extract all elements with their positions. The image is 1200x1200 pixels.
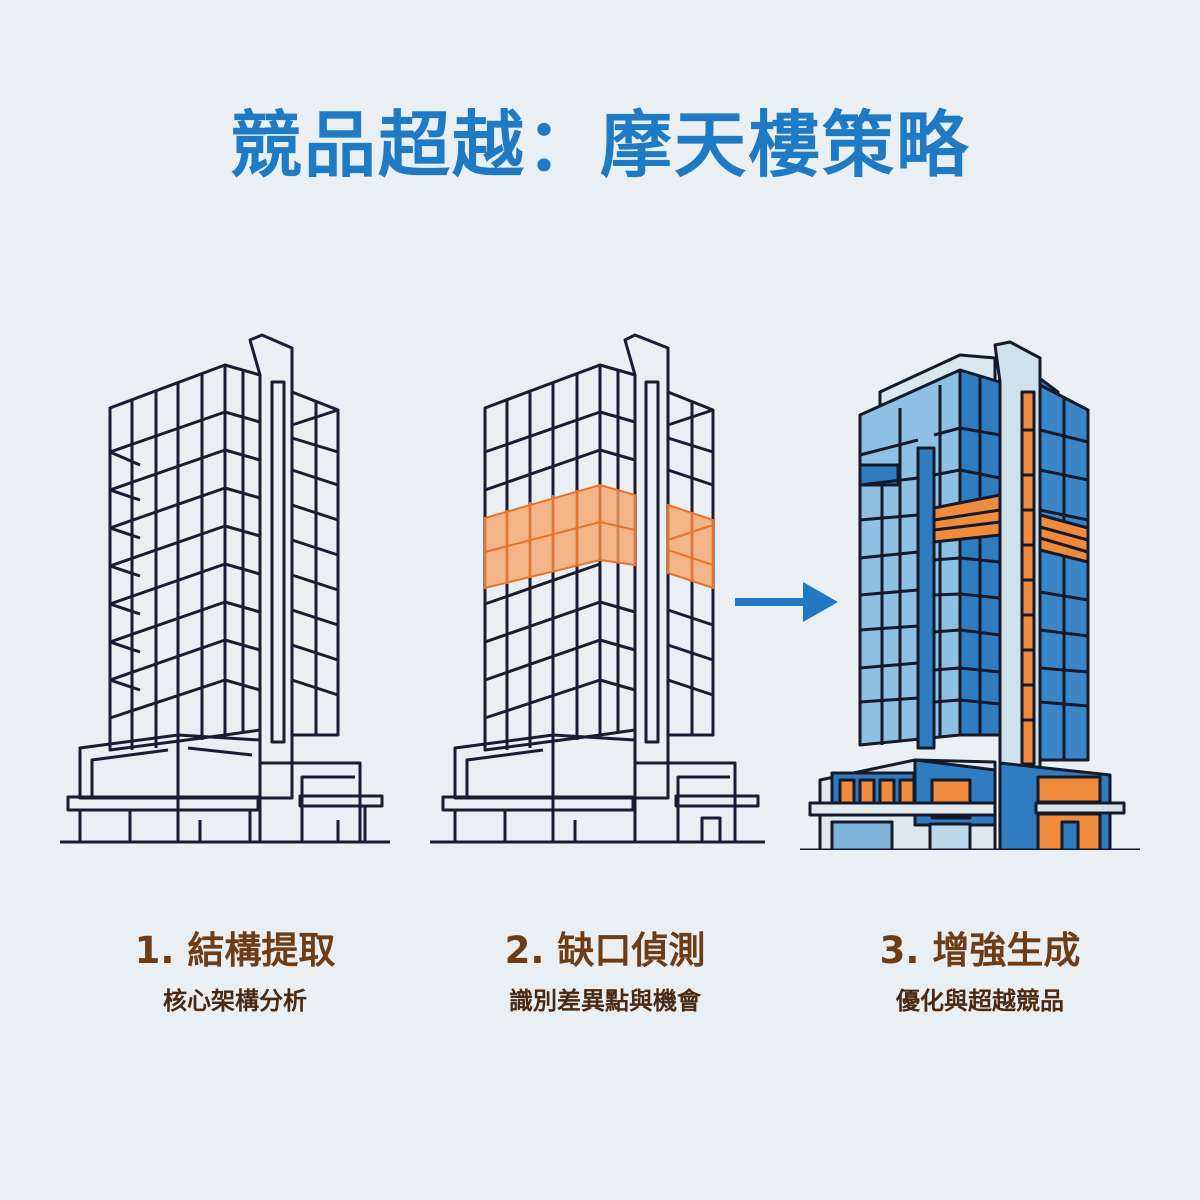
gap-highlight-band xyxy=(484,483,714,590)
step-1-subtitle: 核心架構分析 xyxy=(163,987,307,1015)
gap-detection-building-illustration xyxy=(430,330,770,850)
step-1-caption: 1. 結構提取 核心架構分析 xyxy=(80,925,390,1021)
step-1-title: 1. 結構提取 xyxy=(134,929,336,972)
enhanced-building-illustration xyxy=(800,330,1150,850)
page-title: 競品超越：摩天樓策略 xyxy=(229,103,970,187)
step-2-subtitle: 識別差異點與機會 xyxy=(509,987,701,1015)
step-3-caption: 3. 增強生成 優化與超越競品 xyxy=(835,925,1125,1021)
step-2-title: 2. 缺口偵測 xyxy=(504,929,706,972)
step-2-caption: 2. 缺口偵測 識別差異點與機會 xyxy=(455,925,755,1021)
wireframe-building-illustration xyxy=(60,330,400,850)
step-3-title: 3. 增強生成 xyxy=(879,929,1081,972)
building-gap-icon xyxy=(430,333,765,844)
building-outline-icon xyxy=(60,333,390,844)
arrow-right-icon xyxy=(735,580,840,625)
step-3-subtitle: 優化與超越競品 xyxy=(896,987,1064,1015)
building-colored-icon xyxy=(800,340,1140,850)
